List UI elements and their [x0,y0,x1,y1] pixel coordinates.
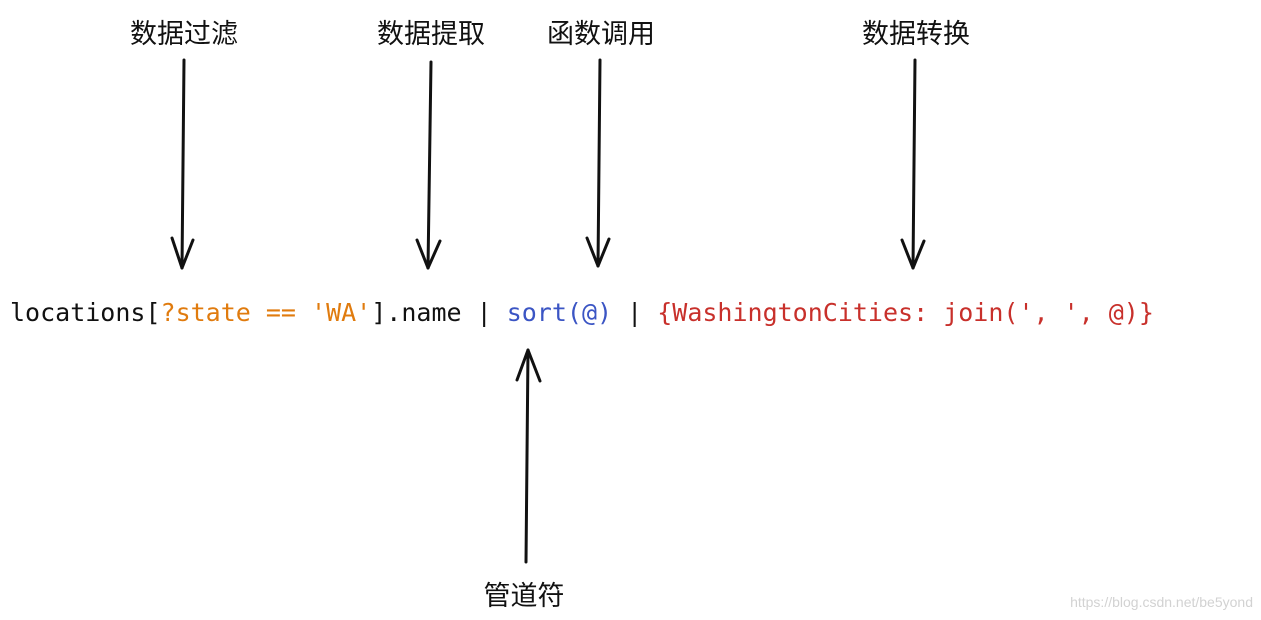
label-data-transform: 数据转换 [862,19,970,50]
code-function-call: sort(@) [506,298,613,327]
code-filter: ?state == 'WA' [160,298,372,327]
watermark: https://blog.csdn.net/be5yond [1070,594,1253,610]
label-pipe: 管道符 [483,581,565,612]
jmespath-expression: locations[?state == 'WA'].name | sort(@)… [10,294,1154,332]
label-data-filter: 数据过滤 [130,19,238,50]
arrow-extract [415,60,442,270]
code-pipe: | [612,298,658,327]
label-function-call: 函数调用 [547,19,655,50]
code-after-filter: ].name | [371,298,507,327]
code-transform: {WashingtonCities: join(', ', @)} [657,298,1154,327]
label-data-extract: 数据提取 [377,19,485,50]
arrow-call [585,58,611,268]
arrow-pipe [515,348,542,564]
code-prefix: locations[ [10,298,161,327]
arrow-filter [170,58,195,270]
arrow-transform [900,58,926,270]
